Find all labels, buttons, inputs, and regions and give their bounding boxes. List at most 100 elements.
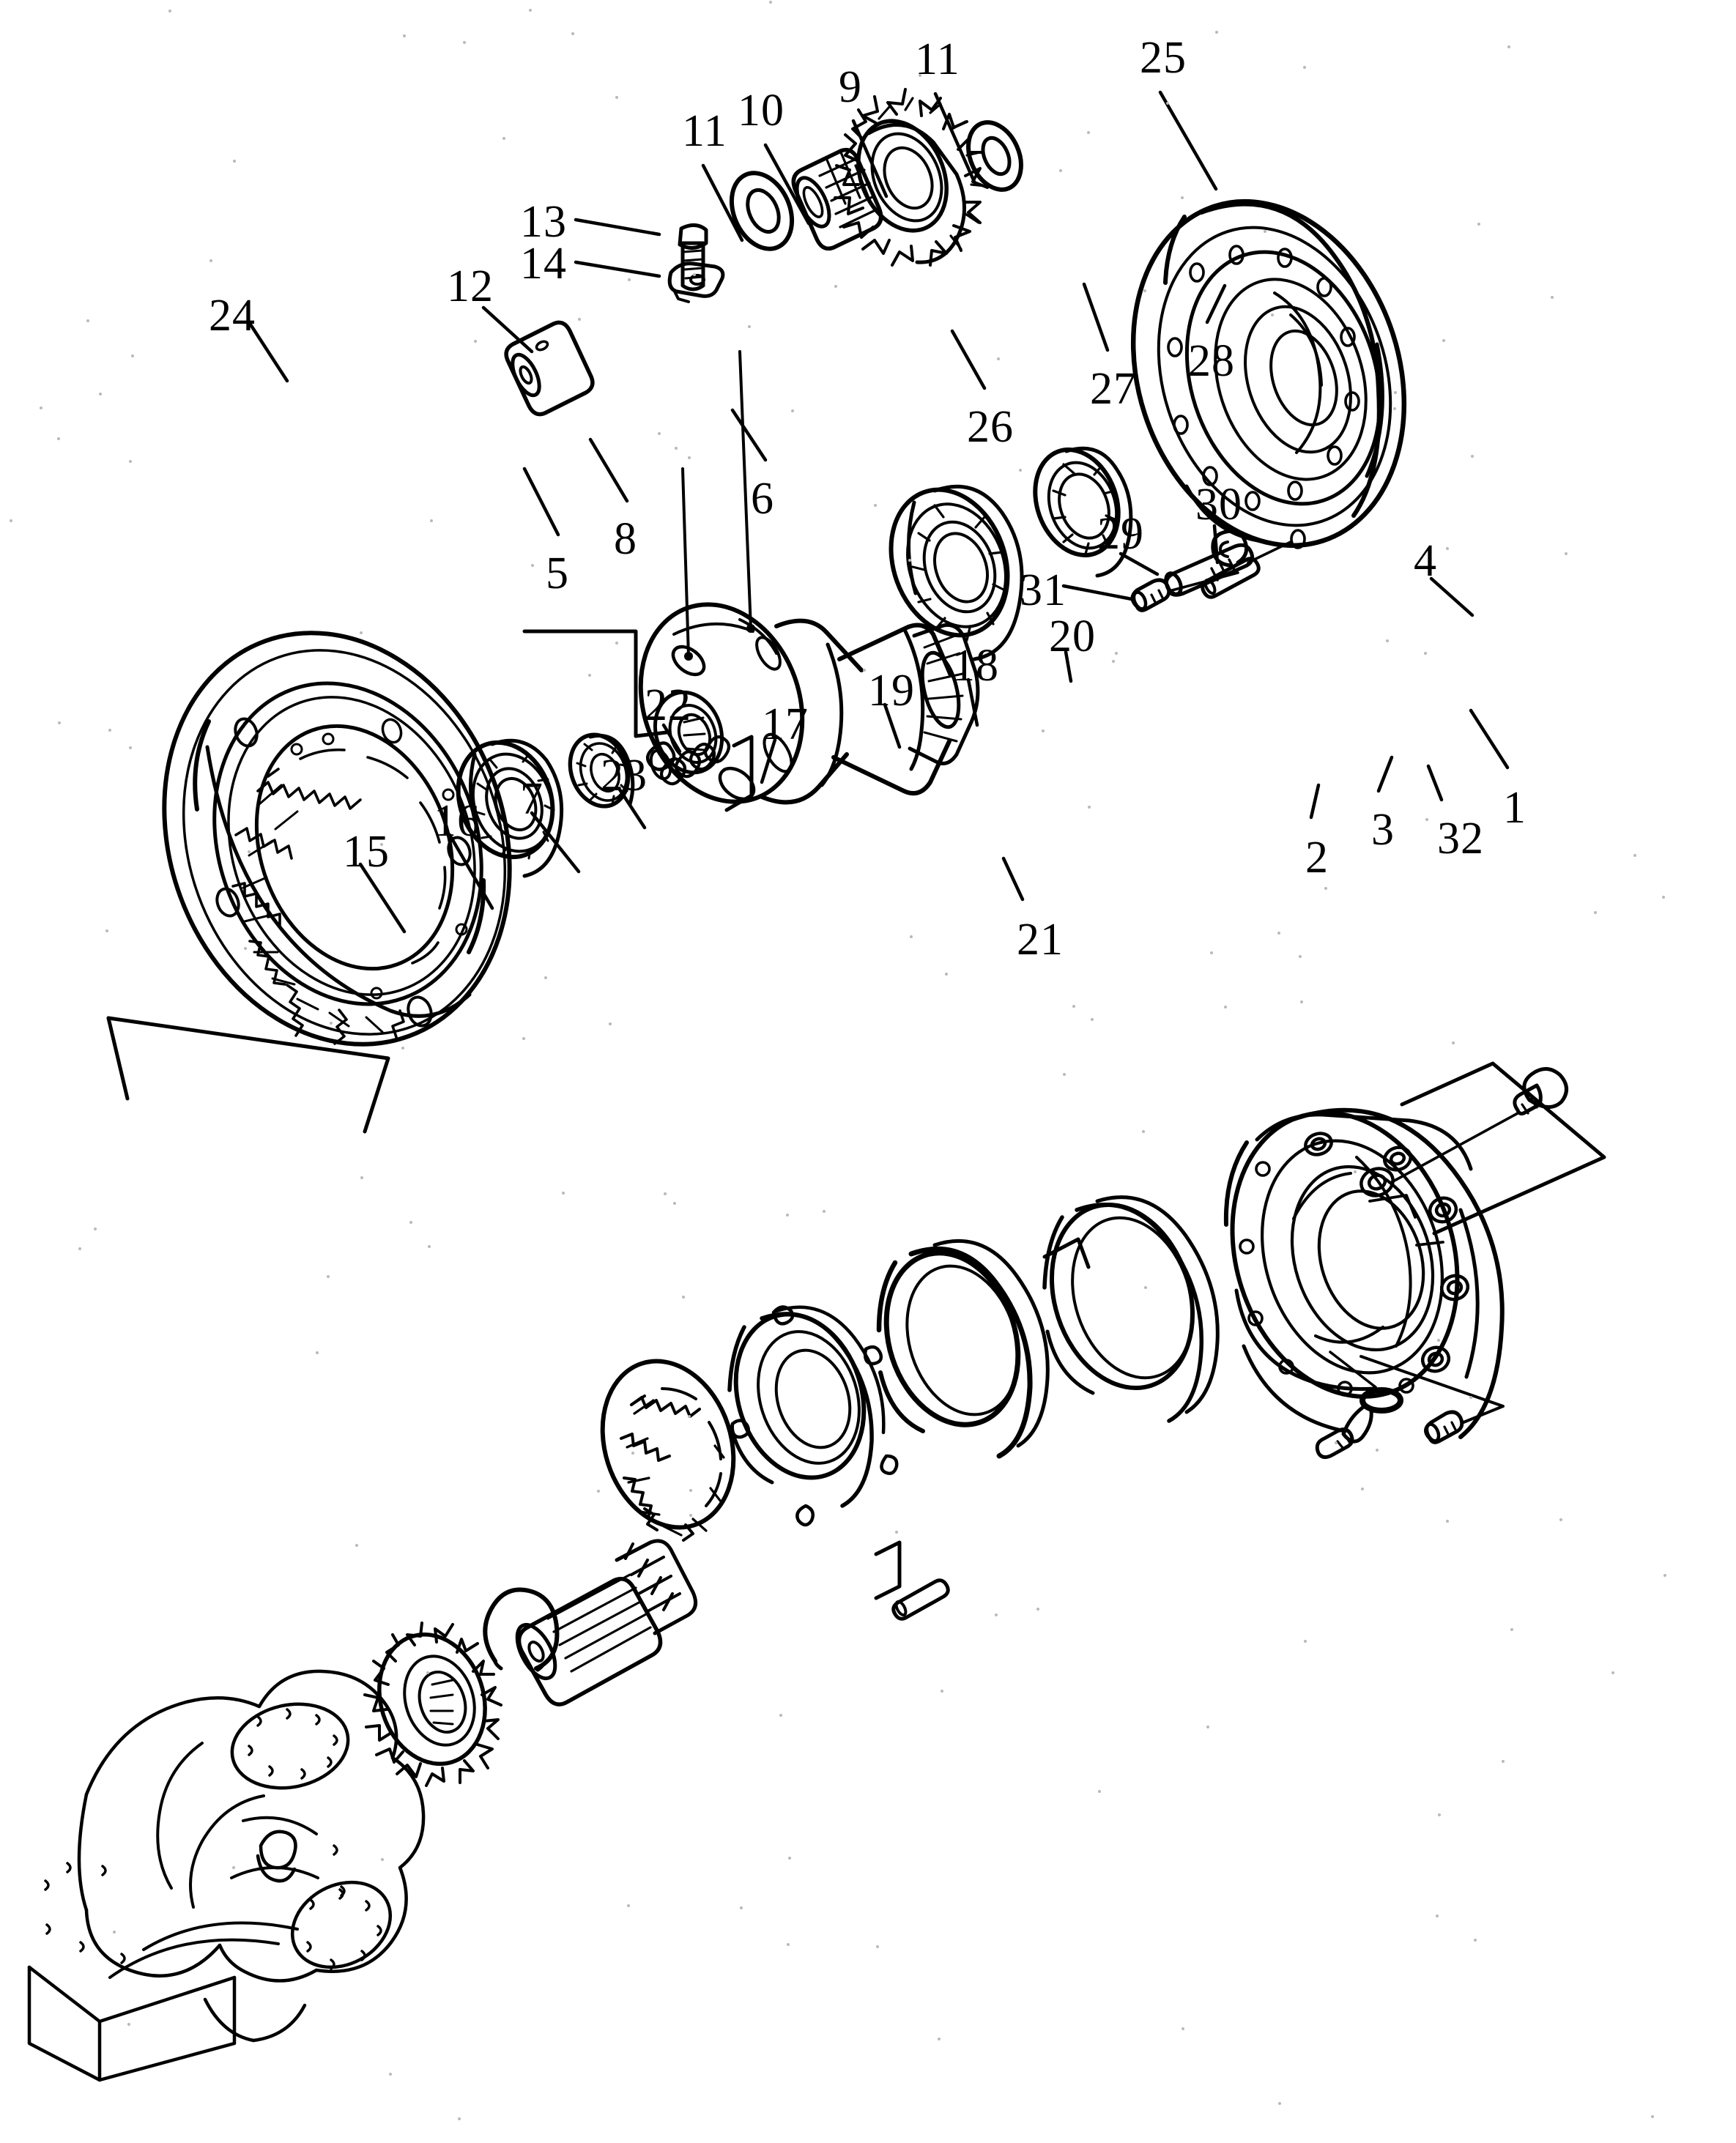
scan-speck [1473, 1938, 1477, 1942]
scan-speck [1019, 469, 1023, 472]
callout-number-15: 15 [343, 827, 390, 877]
callout-number-11: 11 [915, 34, 960, 84]
scan-speck [1298, 955, 1302, 959]
leader-line-13 [574, 218, 661, 237]
scan-speck [1559, 1518, 1562, 1521]
scan-speck [426, 1671, 429, 1674]
leader-line-19 [883, 702, 902, 749]
scan-speck [631, 1452, 634, 1455]
part-30-lock-washer [1211, 529, 1249, 568]
scan-speck [627, 278, 631, 281]
scan-speck [1353, 1170, 1357, 1174]
scan-speck [232, 1865, 236, 1869]
scan-speck [1445, 1519, 1449, 1523]
scan-speck [1437, 1813, 1441, 1817]
part-14-lock-plate [667, 261, 725, 303]
scan-speck [596, 1489, 600, 1493]
leader-line-25 [1158, 90, 1218, 191]
scan-speck [1304, 1639, 1307, 1643]
scan-speck [1436, 1914, 1439, 1918]
callout-number-11: 11 [682, 106, 727, 156]
scan-speck [779, 1713, 782, 1717]
scan-speck [244, 947, 247, 951]
scan-speck [56, 437, 60, 441]
scan-speck [462, 41, 466, 45]
scan-speck [128, 746, 132, 750]
callout-number-19: 19 [868, 666, 915, 716]
scan-speck [1611, 1671, 1615, 1674]
scan-speck [427, 1245, 431, 1249]
scan-speck [627, 1904, 631, 1907]
part-24-ring-gear [106, 631, 512, 1134]
scan-speck [315, 1351, 319, 1354]
scan-speck [937, 2037, 941, 2040]
scan-speck [502, 136, 506, 140]
callout-number-29: 29 [1097, 509, 1144, 559]
leader-line-12 [481, 305, 534, 354]
scan-speck [790, 409, 794, 413]
scan-speck [689, 1488, 692, 1492]
scan-speck [86, 319, 90, 322]
scan-speck [1271, 313, 1275, 317]
scan-speck [1564, 551, 1568, 555]
scan-speck [873, 504, 877, 508]
scan-speck [1502, 1759, 1505, 1763]
callout-number-12: 12 [447, 261, 494, 311]
scan-speck [996, 357, 1000, 360]
part-6-planet-carrier [522, 350, 980, 805]
leader-line-18 [966, 677, 979, 727]
scan-speck [1072, 1004, 1075, 1008]
callout-number-16: 16 [434, 796, 481, 846]
callout-number-22: 22 [645, 680, 691, 730]
scan-speck [1098, 1789, 1102, 1793]
scan-speck [1446, 546, 1450, 550]
part-1-housing [1223, 1107, 1505, 1439]
scan-speck [1114, 652, 1118, 655]
callout-number-26: 26 [967, 402, 1014, 452]
part-17-piston-ring [727, 1305, 899, 1527]
scan-speck [1090, 1018, 1094, 1022]
part-11-thrust-washer-b [966, 120, 1023, 192]
scan-speck [786, 1214, 790, 1217]
part-20-backing-rings [1042, 1195, 1220, 1423]
part-15-sun-gear [363, 1622, 502, 1787]
scan-speck [330, 1022, 333, 1025]
scan-speck [1143, 289, 1147, 292]
part-7-splined-shaft [515, 1539, 698, 1706]
leader-line-24 [247, 320, 289, 383]
scan-speck [1425, 817, 1429, 821]
scan-speck [1300, 1000, 1304, 1004]
part-21-dowel-pin [874, 1540, 950, 1621]
leader-line-30 [1212, 524, 1220, 565]
scan-speck [1663, 1574, 1666, 1578]
part-25-hub-cover [1130, 198, 1407, 549]
scan-speck [108, 729, 111, 732]
scan-speck [1470, 454, 1474, 458]
scan-speck [248, 850, 251, 853]
scan-speck [689, 1514, 692, 1518]
leader-line-14 [574, 260, 661, 278]
scan-speck [834, 285, 838, 289]
scan-speck [1087, 131, 1091, 135]
leader-line-22 [661, 723, 682, 754]
scan-speck [544, 976, 548, 980]
scan-speck [823, 1209, 826, 1213]
part-23-friction-disc [600, 1359, 736, 1542]
scan-speck [688, 456, 691, 460]
scan-speck [1042, 729, 1045, 733]
scan-speck [1436, 1339, 1440, 1342]
scan-speck [663, 1192, 667, 1196]
leader-line-11 [933, 92, 976, 184]
scan-speck [1551, 296, 1554, 300]
part-12-pin-roller [504, 320, 595, 417]
scan-speck [1087, 806, 1091, 809]
scan-speck [1386, 639, 1389, 642]
scan-speck [39, 406, 42, 410]
leader-line-1 [1469, 708, 1510, 770]
scan-speck [1144, 1285, 1148, 1289]
scan-speck [693, 272, 697, 276]
scan-speck [1166, 102, 1170, 105]
scan-speck [1451, 1041, 1455, 1045]
leader-line-28 [1205, 283, 1227, 324]
